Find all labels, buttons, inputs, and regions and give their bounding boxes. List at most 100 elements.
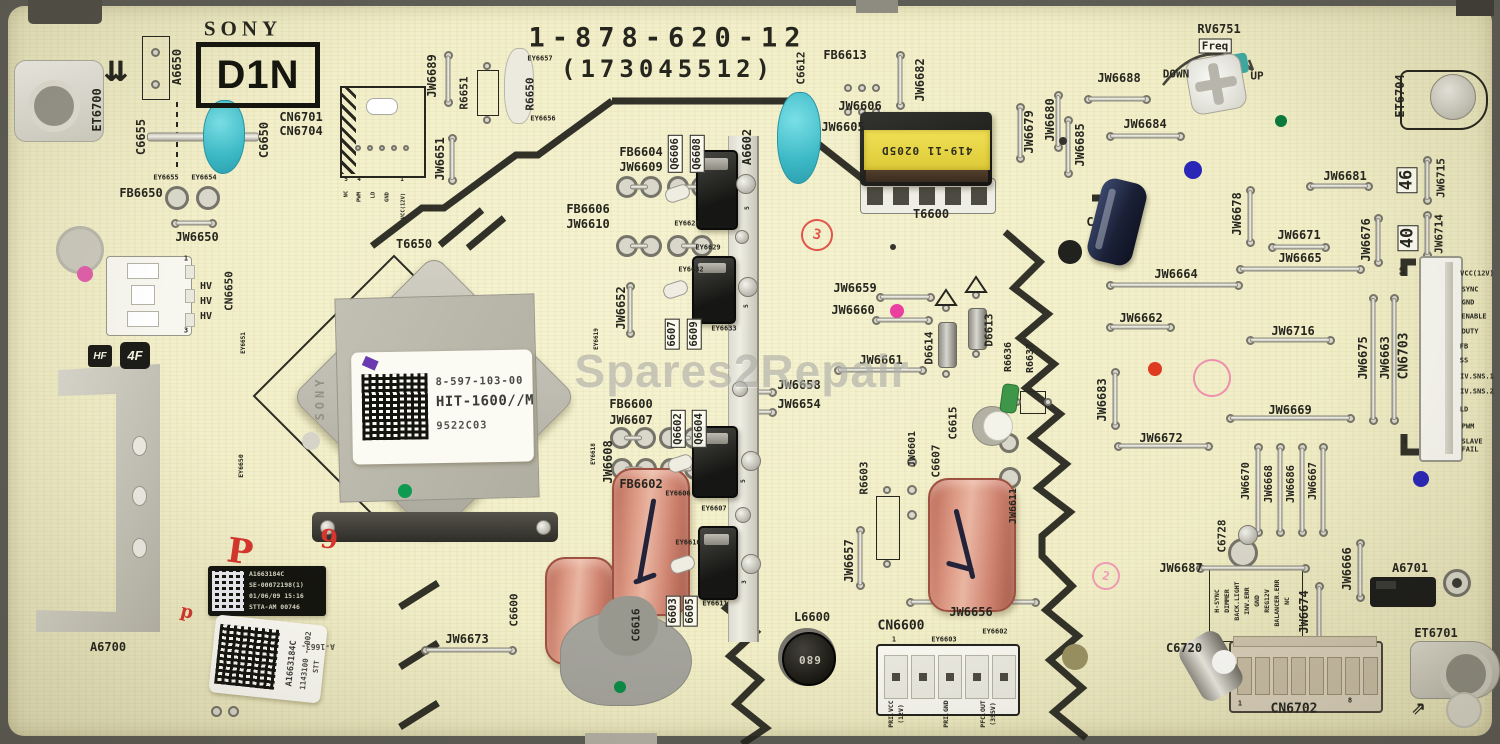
- silkscreen-label: FB6600: [609, 397, 653, 411]
- t6600-pin: [919, 187, 935, 205]
- cn6702-cell: [1291, 657, 1306, 695]
- paint-dot: [890, 244, 896, 250]
- silkscreen-label: JW6606: [838, 99, 882, 113]
- jumper-wire: [624, 435, 642, 441]
- silkscreen-label: ENABLE: [1461, 312, 1487, 321]
- c6720-glint: [1212, 650, 1236, 674]
- heatsink-rivet: [736, 174, 756, 194]
- glue-blob: [203, 100, 245, 174]
- film-cap: [928, 478, 1016, 612]
- service-sticker: A1663184C SE-00072198(1) 01/06/09 15:16 …: [208, 566, 326, 616]
- silkscreen-label: EY6655: [153, 173, 179, 182]
- paint-dot: [1148, 362, 1162, 376]
- cn6702-cell: [1255, 657, 1270, 695]
- t6650-sticker-part: 8-597-103-00: [435, 374, 524, 389]
- paint-dot: [1275, 115, 1287, 127]
- paint-dot: [1184, 161, 1202, 179]
- silkscreen-label: CN6703: [1396, 332, 1412, 380]
- silkscreen-label: R6650: [523, 77, 537, 111]
- silkscreen-label: 1: [1402, 436, 1408, 445]
- cn6702-cell: [1327, 657, 1342, 695]
- silkscreen-label: INV.ERR: [1242, 587, 1251, 615]
- silkscreen-label: SS: [1459, 356, 1469, 365]
- solder-pad: [210, 705, 222, 717]
- silkscreen-label: JW6661: [859, 353, 903, 367]
- silkscreen-label: JW6688: [1097, 71, 1141, 85]
- solder-pad: [403, 145, 409, 151]
- silkscreen-label: EY6650: [236, 454, 245, 478]
- silkscreen-label: JW6601: [907, 430, 918, 468]
- silkscreen-label: BALANCER.ERR: [1272, 579, 1281, 627]
- silkscreen-label: JW6607: [609, 413, 653, 427]
- solder-pad: [355, 145, 361, 151]
- cn6701-hatch: [340, 86, 356, 174]
- solder-pad: [483, 116, 491, 124]
- cn6702-cell: [1273, 657, 1288, 695]
- t6600-tape-text: 419-11 0205D: [881, 143, 973, 157]
- silkscreen-label: DOWN: [1162, 67, 1190, 81]
- r6650-body: [504, 48, 534, 124]
- a6700-dimple: [132, 486, 147, 506]
- silkscreen-label: C6615: [946, 406, 960, 440]
- silkscreen-label: PFC.OUT: [978, 700, 987, 728]
- jumper-wire: [630, 184, 648, 190]
- silkscreen-label: EY6632: [678, 265, 704, 274]
- cn6703-connector: [1419, 256, 1463, 462]
- silkscreen-label: Q6604: [691, 410, 707, 448]
- silkscreen-label: A6701: [1391, 561, 1429, 575]
- solder-pad: [150, 79, 160, 89]
- solder-pad: [483, 62, 491, 70]
- power-transistor: [696, 150, 738, 230]
- jumper-wire: [1200, 565, 1305, 571]
- jumper-wire: [1230, 415, 1350, 421]
- bracket-tab: [856, 0, 898, 13]
- jumper-wire: [425, 647, 512, 653]
- silkscreen-label: 1: [891, 635, 897, 644]
- d6614-body: [938, 322, 957, 368]
- silkscreen-label: JW6686: [1284, 465, 1297, 503]
- t6650-dimple: [302, 432, 320, 450]
- service-line2: SE-00072198(1): [249, 581, 304, 589]
- silkscreen-label: JW6676: [1359, 218, 1373, 262]
- silkscreen-label: Q6602: [670, 410, 686, 448]
- paint-dot: [614, 681, 626, 693]
- watermark: Spares2Repair: [574, 345, 910, 397]
- cn6600-cell: [884, 655, 908, 699]
- silkscreen-label: EY6610: [675, 538, 701, 547]
- solder-pad: [844, 108, 852, 116]
- t6650-sticker: 8-597-103-00 HIT-1600//M 9522C03: [351, 349, 534, 465]
- silkscreen-label: T6650: [395, 237, 433, 251]
- barcode-line2: 1143100 - 002: [297, 630, 314, 691]
- barcode-sticker: A1663184C 1143100 - 002 STT: [208, 614, 328, 704]
- cn6600-connector: [876, 644, 1020, 716]
- cn6702-pin-row: [1233, 636, 1377, 647]
- silkscreen-label: C6720: [1165, 641, 1203, 655]
- silkscreen-label: C6655: [134, 118, 148, 156]
- silkscreen-label: EY6618: [590, 443, 597, 465]
- t6600-pin: [971, 187, 987, 205]
- heatsink-rivet: [738, 277, 758, 297]
- silkscreen-label: JW6665: [1278, 251, 1322, 265]
- silkscreen-label: JW6650: [175, 230, 219, 244]
- silkscreen-label: C6616: [629, 608, 643, 642]
- t6650-screw: [320, 520, 335, 535]
- silkscreen-label: FAIL: [1461, 445, 1479, 454]
- silkscreen-label: T6600: [912, 207, 950, 221]
- silkscreen-label: SYNC: [1461, 285, 1479, 294]
- silkscreen-label: LD: [1459, 405, 1469, 414]
- et6704-hole: [1430, 74, 1476, 120]
- silkscreen-label: JW6662: [1119, 311, 1163, 325]
- jumper-wire: [681, 243, 699, 249]
- service-line4: STTA-AM 00746: [249, 603, 300, 611]
- silkscreen-box: [142, 36, 170, 100]
- silkscreen-label: R6636: [1003, 341, 1014, 373]
- t6600-coil: [866, 166, 988, 182]
- silkscreen-label: DUTY: [1461, 327, 1479, 336]
- silkscreen-label: GND: [1461, 298, 1475, 307]
- silkscreen-label: (12V): [896, 704, 905, 724]
- solder-pad: [858, 84, 866, 92]
- cn6650-connector: [106, 256, 195, 336]
- silkscreen-label: 8: [1347, 696, 1353, 705]
- panel-arrow-icon: ⇗: [1410, 692, 1426, 720]
